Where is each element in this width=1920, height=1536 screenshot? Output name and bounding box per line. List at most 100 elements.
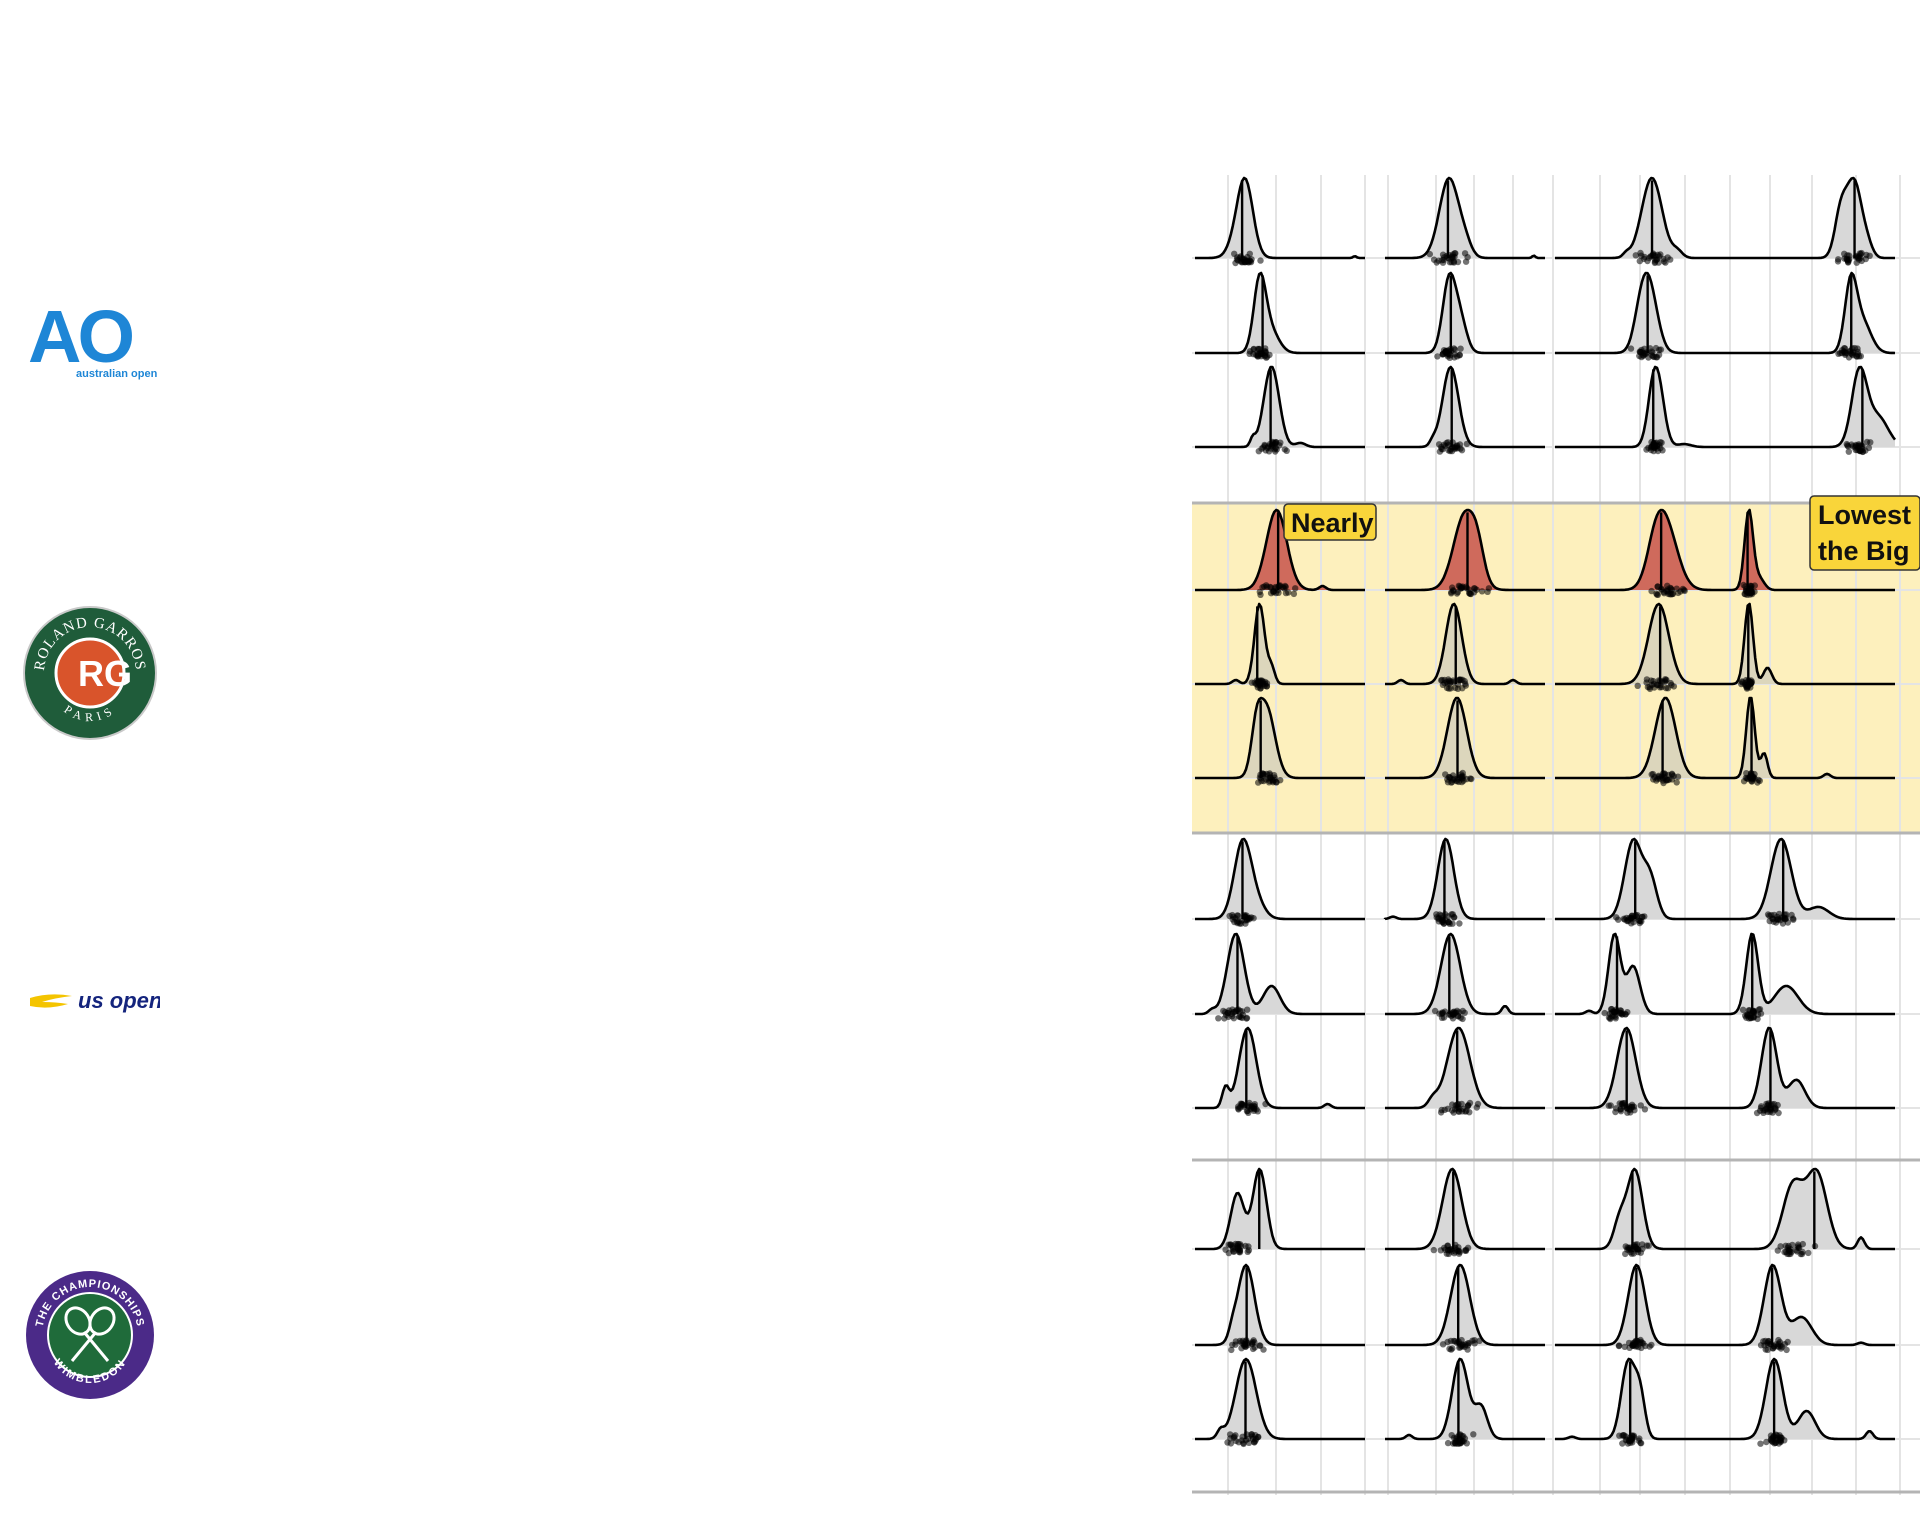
data-point xyxy=(1654,251,1662,258)
ridge-line xyxy=(1555,508,1725,592)
data-point xyxy=(1760,1107,1767,1114)
ridge-line xyxy=(1385,1263,1545,1347)
data-point xyxy=(1231,250,1238,257)
ridge-wimb-row1-panel1 xyxy=(1195,1167,1365,1257)
wimbledon-logo-icon: THE CHAMPIONSHIPS WIMBLEDON xyxy=(26,1271,154,1399)
ridge-ao-row3-panel1 xyxy=(1195,365,1365,455)
ridge-rg-row1-panel1 xyxy=(1195,508,1365,598)
data-point xyxy=(1449,1101,1456,1108)
data-point xyxy=(1642,350,1650,357)
ridge-line xyxy=(1555,932,1725,1016)
data-point xyxy=(1255,448,1263,455)
data-point xyxy=(1462,258,1470,265)
ridge-wimb-row3-panel1 xyxy=(1195,1357,1365,1448)
data-point xyxy=(1471,1340,1478,1347)
data-point xyxy=(1235,1006,1242,1013)
ridge-area xyxy=(1555,1359,1725,1439)
data-point xyxy=(1631,1107,1638,1114)
data-point xyxy=(1790,916,1797,923)
ridge-area xyxy=(1385,839,1545,919)
annotation-nearly: Nearly xyxy=(1283,503,1377,541)
data-point xyxy=(1851,344,1859,352)
data-point xyxy=(1277,439,1284,446)
data-point xyxy=(1260,772,1267,779)
data-point xyxy=(1845,258,1852,265)
ridge-line xyxy=(1725,508,1895,592)
data-point xyxy=(1863,438,1871,446)
data-point xyxy=(1835,350,1842,357)
annotation-nearly-box xyxy=(1283,503,1377,541)
ridge-line xyxy=(1555,1167,1725,1251)
data-point xyxy=(1612,1105,1620,1112)
data-point xyxy=(1762,1346,1769,1353)
data-point xyxy=(1643,676,1651,683)
data-point xyxy=(1441,1106,1448,1114)
data-point xyxy=(1256,679,1264,686)
ridge-area xyxy=(1725,510,1895,590)
ridge-area xyxy=(1195,510,1365,590)
ridge-line xyxy=(1555,837,1725,921)
data-point xyxy=(1615,916,1622,923)
ridge-uso-row3-panel4 xyxy=(1725,1026,1895,1117)
data-point xyxy=(1757,1440,1764,1447)
data-point xyxy=(1442,916,1449,924)
data-point xyxy=(1461,677,1468,685)
ridge-line xyxy=(1725,932,1895,1016)
data-point xyxy=(1236,1337,1244,1345)
ridge-area xyxy=(1195,1265,1365,1345)
data-point xyxy=(1272,589,1280,597)
data-point xyxy=(1681,587,1688,595)
data-point xyxy=(1473,1104,1481,1111)
ridge-ao-row3-panel4 xyxy=(1725,365,1897,456)
ridge-line xyxy=(1555,602,1725,686)
ridge-rg-row1-panel2 xyxy=(1385,508,1545,598)
ridge-line xyxy=(1385,602,1545,686)
data-point xyxy=(1452,1440,1459,1447)
data-point xyxy=(1458,1432,1466,1440)
data-point xyxy=(1240,1439,1247,1447)
data-point xyxy=(1856,253,1863,260)
data-point xyxy=(1271,774,1278,781)
data-point xyxy=(1448,590,1455,597)
data-point xyxy=(1263,583,1271,590)
data-point xyxy=(1229,911,1236,919)
ridge-rg-row1-panel3 xyxy=(1555,508,1725,598)
data-point xyxy=(1445,1250,1453,1258)
ridge-area xyxy=(1725,839,1895,919)
data-point xyxy=(1653,354,1660,361)
ridge-line xyxy=(1725,602,1895,686)
data-point xyxy=(1277,777,1284,784)
data-point xyxy=(1834,258,1842,265)
data-point xyxy=(1470,1431,1477,1438)
data-point xyxy=(1628,1101,1636,1109)
data-point xyxy=(1448,254,1456,261)
data-point xyxy=(1753,1109,1761,1117)
ridge-uso-row2-panel4 xyxy=(1725,932,1895,1023)
data-point xyxy=(1449,439,1456,446)
data-point xyxy=(1783,1346,1790,1354)
ridge-line xyxy=(1725,1263,1895,1347)
tournament-dividers xyxy=(1192,501,1920,1494)
data-point xyxy=(1850,349,1857,357)
data-point xyxy=(1244,1006,1251,1013)
data-point xyxy=(1290,590,1298,598)
data-point xyxy=(1444,779,1452,786)
data-point xyxy=(1272,585,1279,592)
data-point xyxy=(1670,772,1677,780)
data-point xyxy=(1633,913,1641,920)
data-point xyxy=(1634,1246,1642,1253)
ridge-rg-row1-panel4 xyxy=(1725,508,1895,598)
ridge-area xyxy=(1555,1265,1725,1345)
data-point xyxy=(1767,1105,1775,1113)
data-point xyxy=(1664,685,1672,692)
data-point xyxy=(1637,1439,1644,1447)
ridge-uso-row3-panel1 xyxy=(1195,1026,1365,1117)
ao-logo-sub-text: australian open xyxy=(76,368,158,380)
ridge-area xyxy=(1195,839,1365,919)
annotation-lowest-line1: Lowest xyxy=(1818,500,1911,530)
ridge-line xyxy=(1725,1026,1895,1110)
data-point xyxy=(1229,1341,1236,1349)
data-point xyxy=(1430,256,1438,263)
data-point xyxy=(1243,1015,1250,1022)
data-point xyxy=(1749,1014,1757,1021)
